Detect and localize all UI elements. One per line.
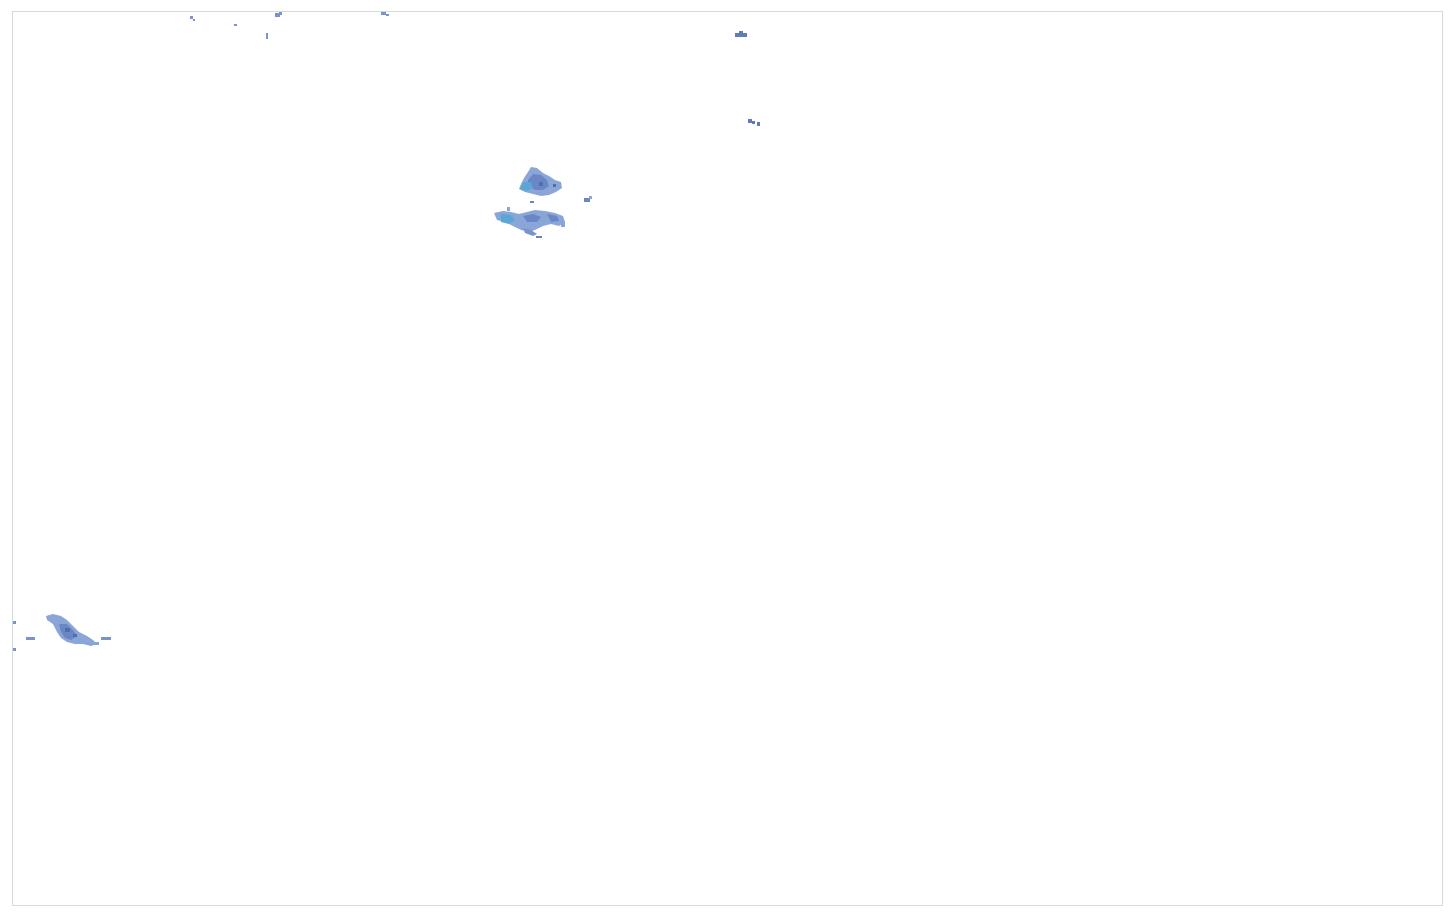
radar-cell-top-center [735,31,760,126]
radar-cluster-central-lower [494,207,565,238]
radar-cluster-bottom-left [13,614,111,651]
radar-map-canvas[interactable] [13,12,1443,906]
radar-cluster-central-upper [519,167,592,203]
radar-cell-top-left [190,12,389,39]
map-viewport[interactable] [12,11,1443,906]
